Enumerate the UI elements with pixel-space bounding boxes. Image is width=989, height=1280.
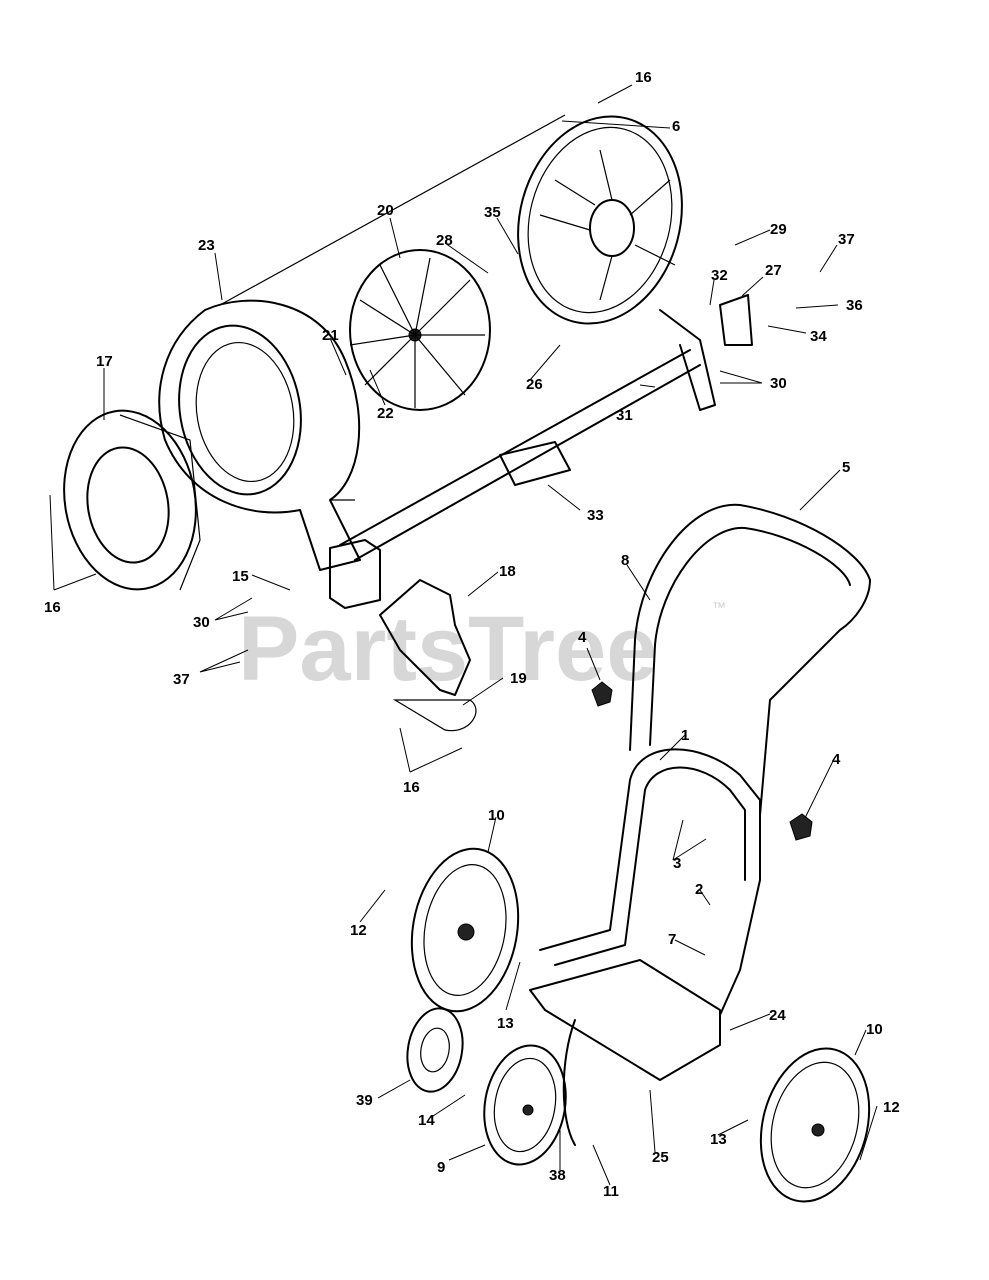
callout-35: 35 [484,204,501,221]
callout-39: 39 [356,1092,373,1109]
callout-37-left: 37 [173,671,190,688]
clamp [499,441,571,486]
callout-22: 22 [377,405,394,422]
callout-19: 19 [510,670,527,687]
callout-23: 23 [198,237,215,254]
deck-plate [529,959,721,1146]
knob-left [591,681,613,707]
callout-13-left: 13 [497,1015,514,1032]
back-plate [517,115,716,411]
callout-3: 3 [673,855,681,872]
watermark-brand: PartsTree [238,598,657,700]
callout-17: 17 [96,353,113,370]
front-cover [63,409,201,591]
callout-36: 36 [846,297,863,314]
callout-13-right: 13 [710,1131,727,1148]
callout-10-left: 10 [488,807,505,824]
callout-30-left: 30 [193,614,210,631]
callout-8: 8 [621,552,629,569]
callout-18: 18 [499,563,516,580]
callout-38: 38 [549,1167,566,1184]
callout-5: 5 [842,459,850,476]
callout-16-bottom: 16 [403,779,420,796]
callout-26: 26 [526,376,543,393]
callout-31: 31 [616,407,633,424]
callout-2: 2 [695,881,703,898]
impeller [349,249,491,411]
callout-29: 29 [770,221,787,238]
callout-4-left: 4 [578,629,587,646]
callout-30-right: 30 [770,375,787,392]
callout-1: 1 [681,727,689,744]
callout-labels: 1 2 3 4 4 5 6 7 8 9 10 10 11 12 12 13 13… [44,69,900,1200]
callout-28: 28 [436,232,453,249]
callout-7: 7 [668,931,676,948]
callout-16-left: 16 [44,599,61,616]
callout-15: 15 [232,568,249,585]
callout-6: 6 [672,118,680,135]
rear-wheel-left [410,847,520,1013]
callout-32: 32 [711,267,728,284]
callout-27: 27 [765,262,782,279]
callout-16-top: 16 [635,69,652,86]
callout-14: 14 [418,1112,435,1129]
upper-handle [629,503,871,816]
watermark-trademark: ™ [712,599,726,615]
blower-housing [158,114,566,571]
callout-4-right: 4 [832,751,841,768]
callout-12-right: 12 [883,1099,900,1116]
inlet-chute [379,579,477,732]
callout-9: 9 [437,1159,445,1176]
knob-right [789,813,813,841]
bracket [719,294,753,346]
leader-lines [49,84,878,1186]
lower-handle [539,748,761,1016]
callout-20: 20 [377,202,394,219]
front-wheel [483,1044,567,1166]
callout-33: 33 [587,507,604,524]
callout-11: 11 [603,1183,619,1200]
callout-12-left: 12 [350,922,367,939]
callout-10-right: 10 [866,1021,883,1038]
rear-wheel-right [759,1047,871,1203]
frame-bar [329,349,701,609]
callout-34: 34 [810,328,827,345]
callout-25: 25 [652,1149,669,1166]
callout-21: 21 [322,327,339,344]
callout-24: 24 [769,1007,786,1024]
hubcap [406,1007,464,1093]
callout-37-right: 37 [838,231,855,248]
